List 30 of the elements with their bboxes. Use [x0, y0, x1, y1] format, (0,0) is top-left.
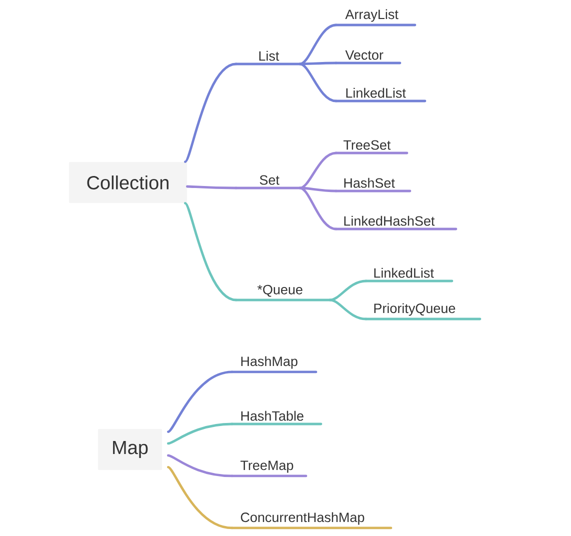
topic-box: Collection [69, 162, 187, 203]
topic-label: Vector [334, 50, 402, 64]
branch-line [298, 24, 338, 66]
topic-label: Set [234, 175, 302, 190]
topic-box: Map [98, 428, 162, 470]
branch-line [167, 466, 234, 530]
topic-label: HashSet [334, 178, 412, 192]
topic-label: HashMap [230, 356, 318, 374]
branch-line [328, 280, 368, 302]
topic-label: LinkedHashSet [334, 216, 458, 230]
branch-line [298, 152, 338, 190]
branch-line [184, 62, 238, 163]
topic-label: *Queue [234, 284, 332, 302]
topic-label: List [234, 50, 302, 66]
topic-label: HashTable [230, 410, 322, 426]
branch-line [167, 422, 234, 445]
branch-line [167, 454, 234, 478]
branch-line [298, 62, 338, 102]
topic-label: LinkedList [334, 88, 426, 102]
topic-label: TreeSet [334, 140, 408, 154]
topic-label: ConcurrentHashMap [230, 512, 392, 530]
branch-line [167, 370, 234, 433]
topic-label: LinkedList [364, 268, 454, 282]
branch-line [184, 202, 238, 302]
topic-label: PriorityQueue [364, 303, 482, 320]
branch-line [328, 298, 368, 320]
topic-label: ArrayList [334, 9, 416, 26]
branch-line [186, 185, 238, 190]
topic-label: TreeMap [230, 460, 308, 478]
branch-line [298, 186, 338, 230]
